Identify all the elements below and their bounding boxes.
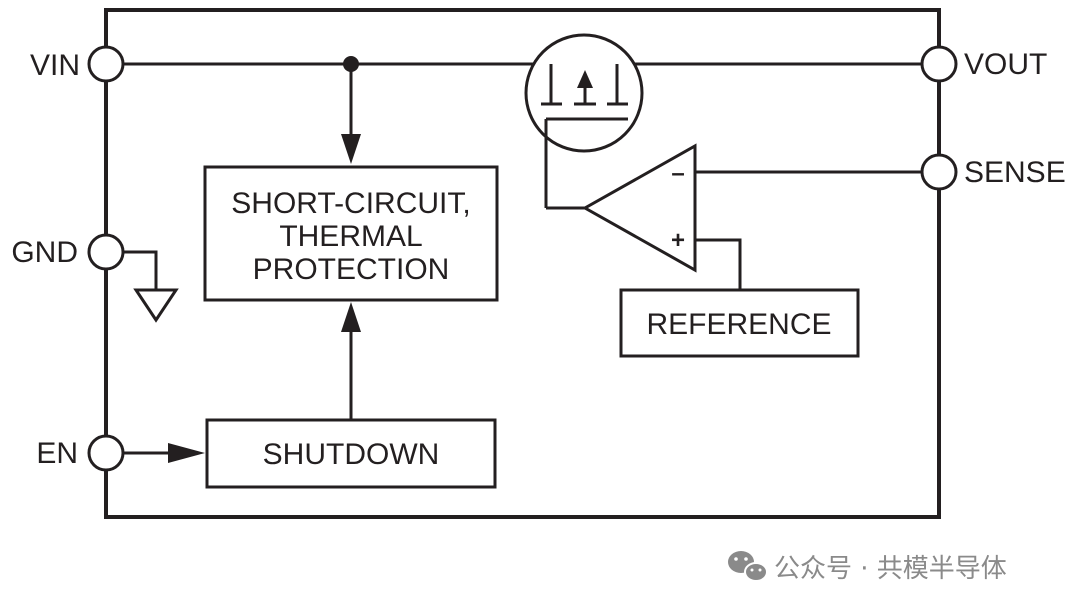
protection-label-line2: THERMAL: [279, 220, 422, 253]
en-label: EN: [36, 437, 78, 470]
vout-pin: [920, 45, 958, 83]
watermark-text: 公众号 · 共模半导体: [774, 554, 1007, 584]
reference-to-opamp-wire: [695, 238, 742, 290]
sense-pin: [920, 153, 958, 191]
protection-block: [203, 165, 499, 302]
protection-label-line1: SHORT-CIRCUIT,: [231, 187, 470, 220]
shutdown-label: SHUTDOWN: [263, 438, 440, 471]
wechat-icon: [728, 551, 768, 582]
gnd-label: GND: [11, 236, 78, 269]
opamp-triangle: [581, 143, 697, 273]
opamp-minus-sign: –: [671, 160, 684, 187]
shutdown-block: [205, 418, 497, 489]
reference-label: REFERENCE: [646, 308, 831, 341]
vout-label: VOUT: [964, 48, 1047, 81]
vin-to-protection-arrowhead: [341, 134, 361, 164]
gnd-wire: [124, 250, 158, 290]
mosfet-symbol: [541, 64, 628, 208]
vin-pin: [87, 45, 125, 83]
sense-label: SENSE: [964, 156, 1066, 189]
vin-label: VIN: [30, 49, 80, 82]
ground-symbol: [133, 288, 179, 323]
protection-label-line3: PROTECTION: [253, 253, 450, 286]
en-to-shutdown-arrowhead: [168, 443, 205, 463]
en-pin: [87, 434, 125, 472]
reference-block: [619, 288, 860, 358]
opamp-plus-sign: +: [671, 227, 685, 254]
shutdown-to-protection-arrowhead: [341, 302, 361, 332]
gnd-pin: [87, 233, 125, 271]
mosfet-body-arrowhead: [577, 70, 593, 88]
